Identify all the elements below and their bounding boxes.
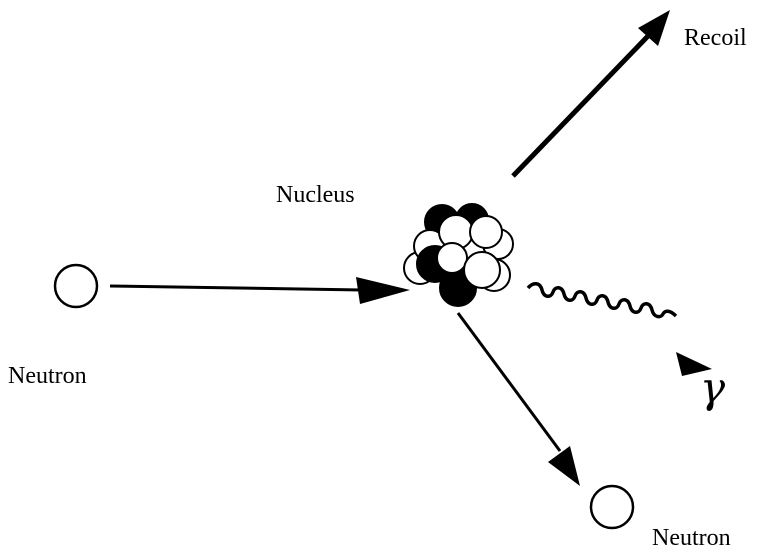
recoil-arrow	[511, 10, 670, 178]
nucleus-label: Nucleus	[276, 182, 355, 208]
incoming-neutron-label: Neutron	[8, 363, 87, 389]
incoming-arrow	[109, 277, 410, 304]
outgoing-neutron-label: Neutron	[652, 525, 731, 551]
recoil-label: Recoil	[684, 25, 747, 51]
incoming-neutron-circle	[53, 263, 99, 309]
outgoing-neutron-arrow	[456, 312, 580, 486]
outgoing-neutron-circle	[589, 484, 635, 530]
gamma-label: γ	[700, 363, 726, 412]
gamma-ray-arrow	[526, 282, 712, 376]
nucleus-cluster	[403, 203, 514, 307]
